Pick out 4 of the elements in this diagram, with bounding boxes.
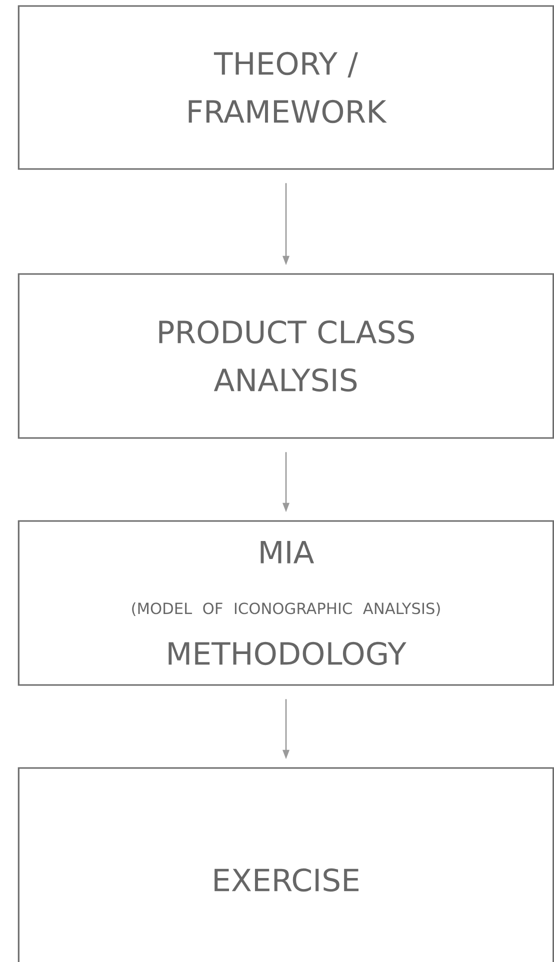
process-box: PRODUCT CLASS ANALYSIS [18,273,554,439]
process-box: MIA (MODEL OF ICONOGRAPHIC ANALYSIS) METHODOLOGY [18,520,554,686]
process-box: THEORY / FRAMEWORK [18,5,554,170]
process-box: EXERCISE [18,767,554,962]
